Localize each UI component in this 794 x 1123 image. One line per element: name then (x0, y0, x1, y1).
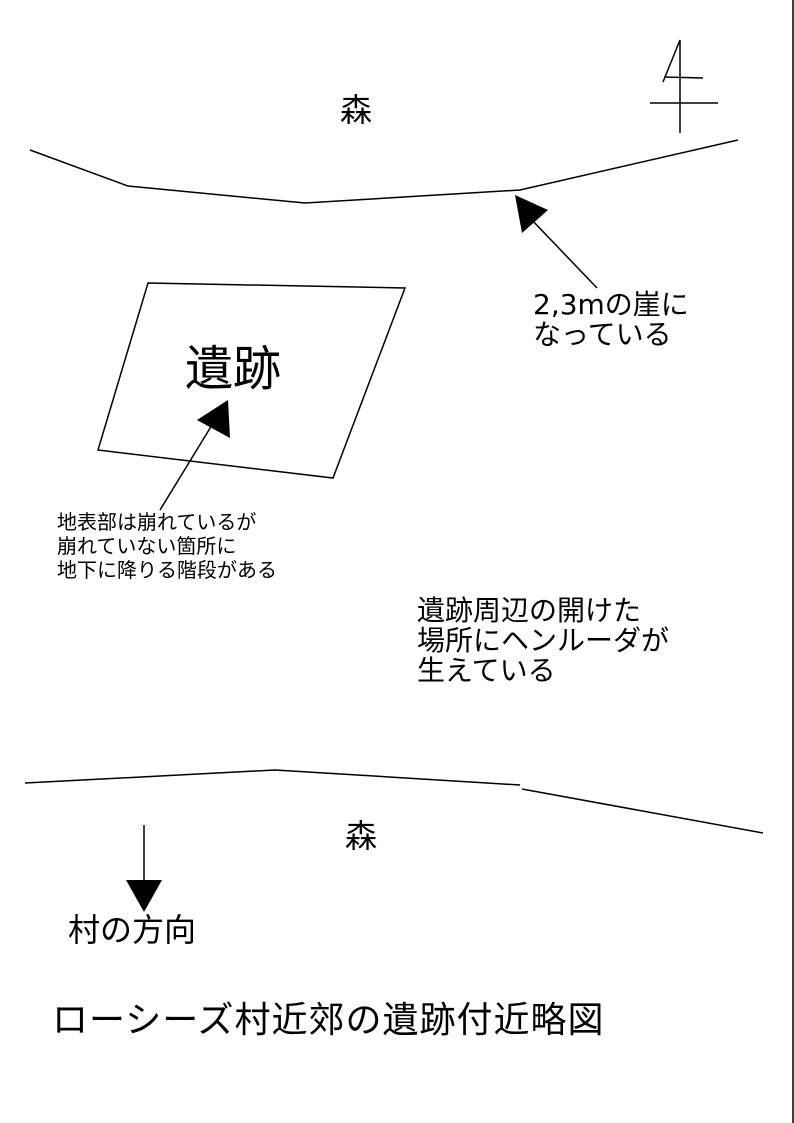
forest-edge-bottom-right (521, 788, 764, 834)
stairs-note-line: 地表部は崩れているが (57, 510, 257, 534)
village-arrow-head (126, 880, 162, 912)
rue-note-line: 場所にヘンルーダが (417, 624, 670, 657)
ruins-label: 遺跡 (185, 341, 282, 397)
north-arrow-icon (650, 39, 718, 133)
forest-label-bottom: 森 (345, 817, 378, 855)
forest-label-top: 森 (340, 91, 373, 129)
cliff-note-line: 2,3mの崖に (533, 288, 689, 321)
cliff-note-line: なっている (533, 318, 672, 351)
village-direction-label: 村の方向 (68, 911, 197, 949)
ruins-outline (97, 282, 407, 479)
forest-edge-top (29, 139, 739, 204)
stairs-note: 地表部は崩れているが 崩れていない箇所に 地下に降りる階段がある (57, 510, 277, 582)
stairs-note-line: 地下に降りる階段がある (57, 558, 277, 582)
stairs-arrow-head (197, 400, 230, 438)
rue-note-line: 生えている (417, 654, 556, 687)
rue-note-line: 遺跡周辺の開けた (417, 594, 642, 627)
rue-note: 遺跡周辺の開けた 場所にヘンルーダが 生えている (417, 596, 669, 686)
cliff-arrow-head (515, 195, 548, 233)
map-title: ローシーズ村近郊の遺跡付近略図 (52, 1000, 605, 1041)
forest-edge-bottom (24, 769, 521, 786)
stairs-note-line: 崩れていない箇所に (57, 534, 237, 558)
cliff-note: 2,3mの崖に なっている (533, 290, 689, 350)
